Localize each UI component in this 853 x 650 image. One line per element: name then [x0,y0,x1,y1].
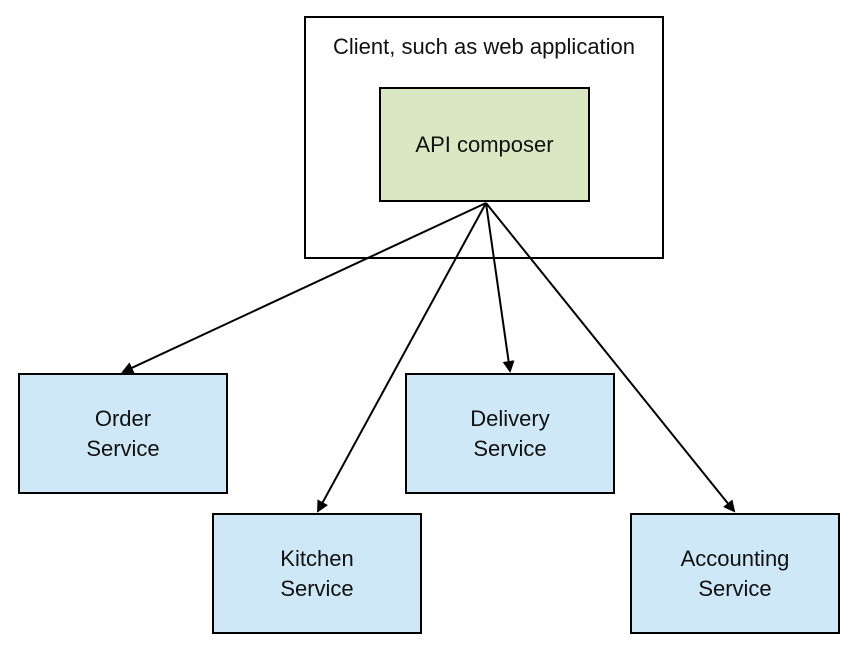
arrow-to-kitchen-service [317,202,487,513]
client-box: Client, such as web application [304,16,664,259]
kitchen-service-line-1: Kitchen [280,545,354,571]
order-service-box: Order Service [18,373,228,494]
arrow-to-accounting-service [485,202,736,513]
api-composer-label: API composer [415,131,554,157]
order-service-line-1: Order [94,405,152,431]
accounting-service-label: Accounting Service [681,544,790,604]
kitchen-service-line-2: Service [280,575,354,601]
arrow-to-delivery-service [485,202,515,373]
delivery-service-line-2: Service [473,435,547,461]
delivery-service-line-1: Delivery [470,405,550,431]
client-label: Client, such as web application [332,34,636,59]
delivery-service-label: Delivery Service [470,404,549,464]
order-service-label: Order Service [86,404,159,464]
accounting-service-line-2: Service [698,575,772,601]
accounting-service-line-1: Accounting [680,545,790,571]
api-composer-box: API composer [379,87,590,202]
kitchen-service-label: Kitchen Service [280,544,353,604]
accounting-service-box: Accounting Service [630,513,840,634]
order-service-line-2: Service [86,435,160,461]
kitchen-service-box: Kitchen Service [212,513,422,634]
delivery-service-box: Delivery Service [405,373,615,494]
arrow-to-order-service [121,202,487,374]
